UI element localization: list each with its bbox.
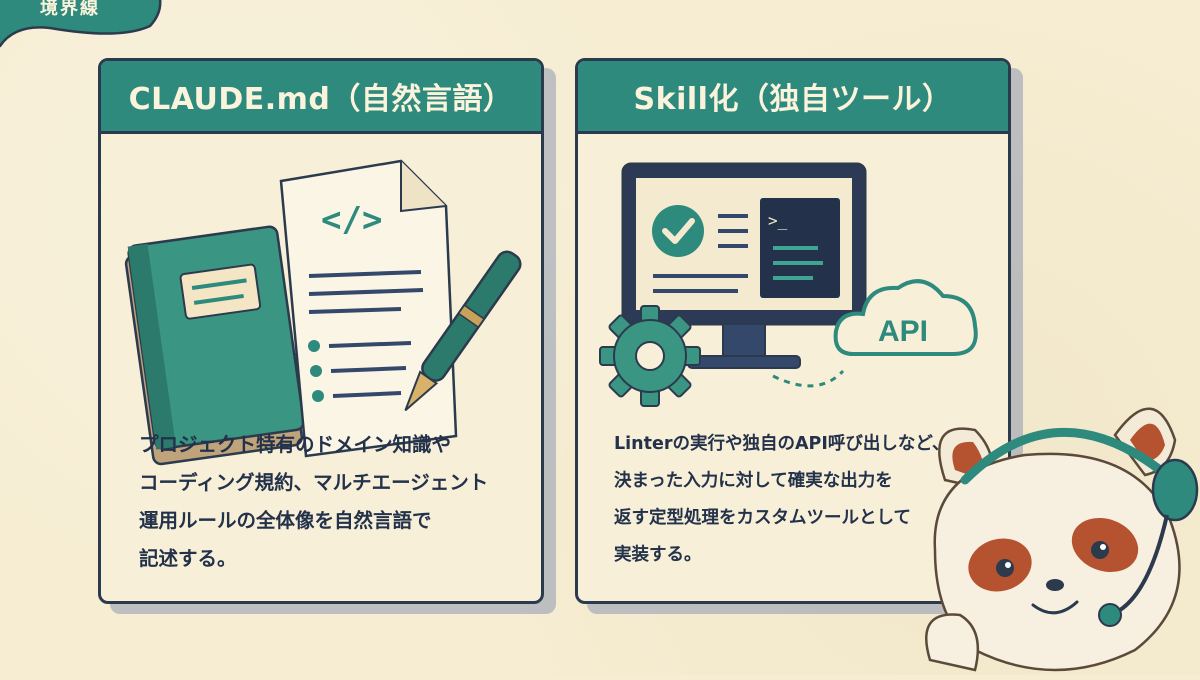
- cloud-label: API: [878, 315, 928, 348]
- red-panda-mascot-icon: [925, 407, 1199, 672]
- card-header: CLAUDE.md（自然言語）: [101, 61, 541, 134]
- description-line: 決まった入力に対して確実な出力を: [614, 471, 893, 491]
- code-glyph: </>: [321, 200, 382, 240]
- description-line: コーディング規約、マルチエージェント: [139, 471, 489, 494]
- card-description: プロジェクト特有のドメイン知識や コーディング規約、マルチエージェント 運用ルー…: [139, 426, 521, 578]
- card-description: Linterの実行や独自のAPI呼び出しなど、 決まった入力に対して確実な出力を…: [614, 426, 988, 574]
- claude-md-illustration: </>: [124, 159, 522, 466]
- skill-illustration: >_ API: [599, 162, 978, 407]
- description-line: 返す定型処理をカスタムツールとして: [614, 508, 911, 528]
- checkmark-icon: [652, 205, 704, 257]
- skill-card: Skill化（独自ツール） >_ API: [575, 58, 1011, 604]
- flag-banner: [0, 0, 162, 48]
- description-line: 運用ルールの全体像を自然言語で: [139, 509, 432, 532]
- card-title: Skill化（独自ツール）: [633, 82, 953, 117]
- fountain-pen-icon: [404, 250, 522, 412]
- headset-icon: [960, 428, 1199, 627]
- claude-md-card: CLAUDE.md（自然言語） </>: [98, 58, 544, 604]
- gear-icon: [599, 305, 701, 407]
- description-line: 記述する。: [139, 547, 237, 570]
- card-header: Skill化（独自ツール）: [578, 61, 1008, 134]
- terminal-prompt: >_: [768, 211, 788, 230]
- card-title: CLAUDE.md（自然言語）: [128, 82, 514, 117]
- description-line: プロジェクト特有のドメイン知識や: [139, 433, 452, 456]
- document-icon: </>: [279, 159, 458, 458]
- description-line: 実装する。: [614, 545, 702, 565]
- cloud-icon: API: [833, 279, 978, 356]
- terminal-icon: >_: [760, 198, 840, 298]
- section-tag-label: 境界線: [40, 0, 100, 19]
- notebook-icon: [124, 225, 305, 466]
- description-line: Linterの実行や独自のAPI呼び出しなど、: [614, 434, 950, 454]
